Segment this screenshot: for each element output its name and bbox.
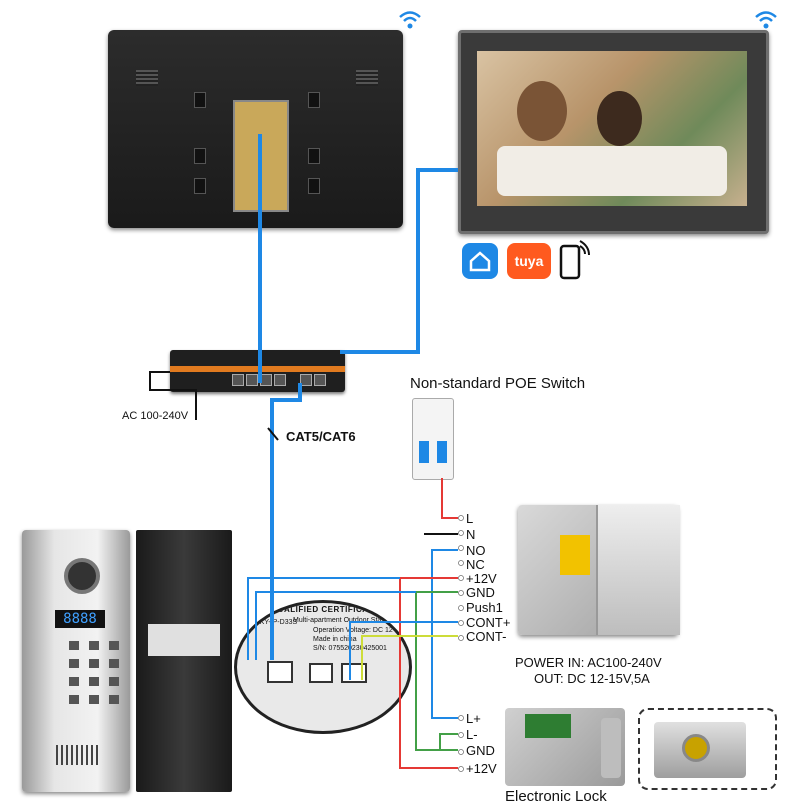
cable-monitor-front — [340, 168, 458, 354]
wire-live — [441, 478, 458, 519]
screen-sofa — [497, 146, 727, 196]
monitor-screen — [477, 51, 747, 206]
terminal-cont-minus: CONT- — [466, 629, 507, 644]
monitor-back — [108, 30, 403, 228]
terminal-n: N — [466, 527, 476, 542]
poe-port-6 — [314, 374, 326, 386]
lock-keyhole — [682, 734, 710, 762]
outdoor-station: 8888 — [22, 530, 130, 792]
poe-port-2 — [246, 374, 258, 386]
ac-cord — [149, 371, 197, 420]
phone-wifi-icon — [559, 240, 590, 280]
terminal-lock-12v: +12V — [466, 761, 497, 776]
back-label — [148, 624, 220, 656]
power-line2: OUT: DC 12-15V,5A — [534, 671, 650, 686]
terminal-no: NO — [466, 543, 486, 558]
wire-cont-minus — [361, 635, 458, 680]
cable-outdoor — [270, 383, 302, 660]
breaker-toggle-2 — [437, 441, 447, 463]
power-supply-transformer — [560, 535, 590, 575]
camera-lens — [64, 558, 100, 594]
poe-switch — [170, 350, 345, 392]
cable-label: CAT5/CAT6 — [286, 429, 356, 444]
mount-slot-2 — [308, 92, 320, 108]
breaker-toggle-1 — [419, 441, 429, 463]
vent-left — [136, 70, 158, 86]
wire-outdoor-2 — [255, 591, 416, 660]
mount-slot-1 — [194, 92, 206, 108]
mount-slot-3 — [194, 148, 206, 164]
terminal-lock-lminus: L- — [466, 727, 478, 742]
circuit-breaker — [412, 398, 454, 480]
smart-home-icon — [462, 243, 498, 279]
terminal-lock-gnd: GND — [466, 743, 495, 758]
cert-model: SKY-IP-D33S — [255, 619, 298, 626]
terminal-gnd: GND — [466, 585, 495, 600]
terminal-lock-lplus: L+ — [466, 711, 481, 726]
wire-cont-plus — [349, 621, 458, 680]
mount-slot-6 — [308, 178, 320, 194]
cert-line1: Multi-apartment Outdoor Sta — [293, 617, 382, 624]
terminal-cont-plus: CONT+ — [466, 615, 511, 630]
terminal-dots-lock — [457, 714, 465, 776]
lock-internal — [505, 708, 625, 786]
keypad-display: 8888 — [55, 610, 105, 628]
switch-label: Non-standard POE Switch — [410, 375, 586, 392]
keypad — [66, 638, 126, 708]
terminal-dots — [457, 514, 465, 644]
power-supply-cover — [596, 505, 680, 635]
power-supply — [518, 505, 680, 635]
mount-slot-4 — [308, 148, 320, 164]
tuya-icon: tuya — [507, 243, 551, 279]
terminal-12v: +12V — [466, 571, 497, 586]
monitor-front — [458, 30, 769, 234]
wifi-icon — [755, 11, 777, 29]
vent-right — [356, 70, 378, 86]
terminal-nc: NC — [466, 557, 485, 572]
poe-port-4 — [274, 374, 286, 386]
rj45-port — [267, 661, 293, 683]
wifi-icon — [399, 11, 421, 29]
lock-cylinder — [601, 718, 621, 778]
screen-person-1 — [517, 81, 567, 141]
terminal-push1: Push1 — [466, 600, 503, 615]
wire-no-lockplus — [431, 549, 458, 719]
screen-person-2 — [597, 91, 642, 146]
lock-board — [525, 714, 571, 738]
terminal-block-1 — [309, 663, 333, 683]
ac-label: AC 100-240V — [122, 410, 189, 422]
power-line1: POWER IN: AC100-240V — [515, 655, 662, 670]
terminal-l: L — [466, 511, 474, 526]
cert-line2: Operation Voltage: DC 12 — [313, 627, 393, 634]
poe-switch-stripe — [170, 366, 345, 372]
poe-port-5 — [300, 374, 312, 386]
terminal-block-2 — [341, 663, 367, 683]
lock-external — [638, 708, 777, 790]
speaker-grille — [56, 745, 100, 765]
wire-gnd — [415, 591, 458, 751]
cert-title: QUALIFIED CERTIFICATE — [271, 605, 380, 614]
mount-slot-5 — [194, 178, 206, 194]
cert-made: Made in china — [313, 636, 357, 643]
station-back-plate — [136, 530, 232, 792]
wire-gnd2 — [439, 733, 458, 750]
poe-port-1 — [232, 374, 244, 386]
lock-label: Electronic Lock — [505, 788, 607, 805]
wire-12v — [399, 577, 458, 769]
wire-outdoor-1 — [247, 577, 400, 660]
